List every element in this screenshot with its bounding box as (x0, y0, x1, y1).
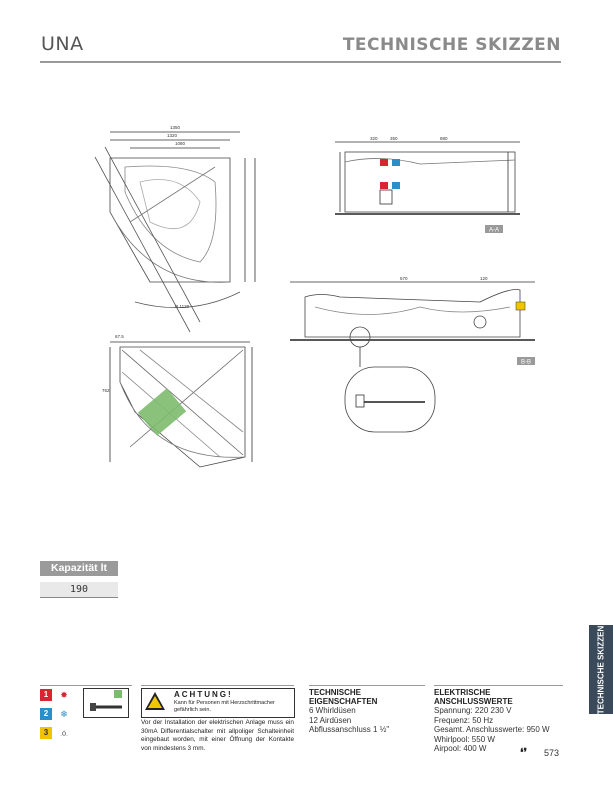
warning-text: Kann für Personen mit Herzschrittmacher … (174, 700, 275, 713)
divider (40, 685, 132, 686)
electric-item: Frequenz: 50 Hz (434, 715, 494, 725)
divider (434, 685, 563, 686)
electric-item: Airpool: 400 W (434, 744, 487, 754)
technical-drawings: A-A B-B 1350 1320 1080 R 1120 320 350 88… (94, 125, 535, 468)
dim-label: 350 (390, 136, 398, 141)
section-a-label: A-A (489, 228, 499, 234)
dim-label: 1350 (170, 125, 181, 130)
tech-section: TECHNISCHE EIGENSCHAFTEN 6 Whirldüsen 12… (309, 688, 429, 735)
legend-item-heat: 1 ✸ (40, 689, 74, 701)
electric-item: Whirlpool: 550 W (434, 734, 495, 744)
header-rule (40, 61, 561, 63)
tech-heading: TECHNISCHE EIGENSCHAFTEN (309, 688, 378, 706)
legend-item-cold: 2 ❄ (40, 708, 74, 720)
green-marker (114, 690, 122, 698)
motor-zone (137, 388, 187, 436)
side-view-a-drawing (335, 141, 520, 215)
divider (141, 685, 294, 686)
tech-item: 12 Airdüsen (309, 715, 352, 725)
warning-title: ACHTUNG! (174, 690, 233, 699)
brand-logo-icon: ❛❜ (520, 747, 528, 759)
drain-thumbnail (83, 688, 129, 718)
electric-heading: ELEKTRISCHE ANSCHLUSSWERTE (434, 688, 513, 706)
tech-item: Abflussanschluss 1 ½" (309, 725, 390, 735)
fan-heat-icon: ✸ (60, 690, 68, 700)
electric-section: ELEKTRISCHE ANSCHLUSSWERTE Spannung: 220… (434, 688, 564, 754)
capacity-value: 190 (40, 582, 118, 598)
legend-item-drain: 3 ꗝ (40, 727, 74, 739)
dim-label: 67.5 (115, 334, 124, 339)
legend-chip: 1 (40, 689, 52, 701)
divider (309, 685, 425, 686)
dim-label: 762 (102, 388, 110, 393)
dim-label: 1080 (175, 141, 186, 146)
section-b-label: B-B (521, 360, 531, 366)
frame-plan-drawing (109, 341, 253, 468)
dim-label: 880 (440, 136, 448, 141)
dim-label: 1320 (167, 133, 178, 138)
wave-icon: ꗝ (59, 728, 69, 738)
electric-item: Spannung: 220 230 V (434, 706, 512, 715)
electric-item: Gesamt. Anschlusswerte: 950 W (434, 725, 550, 735)
capacity-label: Kapazität lt (40, 561, 118, 576)
legend-chip: 3 (40, 727, 52, 739)
drain-icon (90, 703, 122, 711)
warning-box: ACHTUNG! Kann für Personen mit Herzschri… (141, 688, 295, 718)
dim-label: R 1120 (175, 304, 190, 309)
top-view-drawing (94, 131, 256, 333)
warning-icon-fill (148, 696, 162, 708)
section-title: TECHNISCHE SKIZZEN (342, 35, 561, 55)
page-title: UNA (41, 33, 84, 55)
dim-label: 570 (400, 276, 408, 281)
page-number: 573 (544, 748, 560, 758)
dim-label: 320 (370, 136, 378, 141)
connection-markers (380, 159, 526, 311)
install-note: Vor der Installation der elektrischen An… (141, 719, 294, 752)
section-side-tab[interactable]: TECHNISCHE SKIZZEN (589, 625, 613, 714)
snowflake-icon: ❄ (60, 709, 68, 719)
dim-label: 120 (480, 276, 488, 281)
tech-item: 6 Whirldüsen (309, 706, 356, 715)
section-b-drawing (290, 281, 535, 433)
legend-chip: 2 (40, 708, 52, 720)
side-tab-label: TECHNISCHE SKIZZEN (596, 625, 606, 714)
